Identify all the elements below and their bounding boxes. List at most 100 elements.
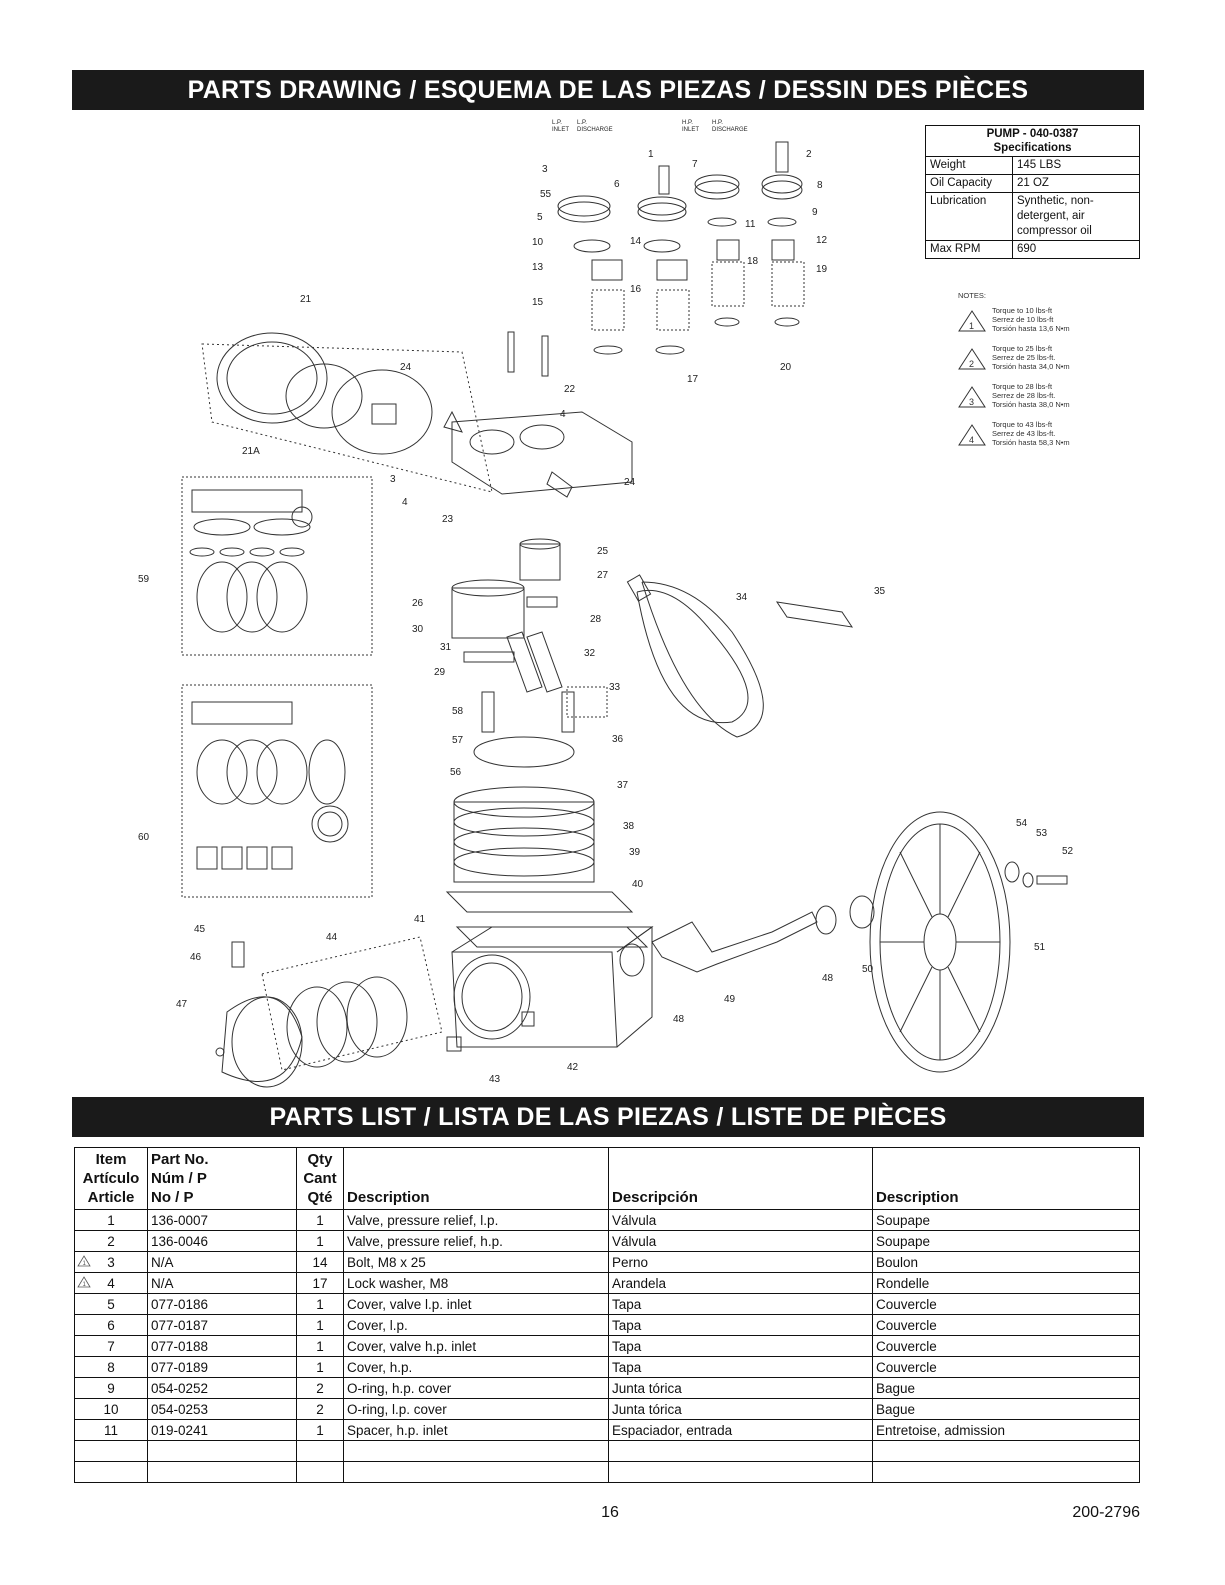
note-es: Torsión hasta 13,6 N•m: [992, 324, 1070, 333]
spec-value: 145 LBS: [1012, 156, 1140, 175]
svg-text:1: 1: [969, 321, 974, 331]
svg-text:26: 26: [412, 598, 424, 609]
svg-text:L.P.: L.P.: [552, 120, 562, 126]
svg-text:24: 24: [400, 362, 412, 373]
warning-triangle-icon: 1: [958, 310, 986, 332]
spec-label: Max RPM: [925, 240, 1013, 259]
note-es: Torsión hasta 38,0 N•m: [992, 400, 1070, 409]
description-fr-cell: Entretoise, admission: [872, 1419, 1140, 1441]
warning-triangle-icon: 1: [77, 1255, 91, 1267]
document-number: 200-2796: [1072, 1504, 1140, 1521]
svg-text:6: 6: [614, 179, 620, 190]
spec-label: Oil Capacity: [925, 174, 1013, 193]
svg-text:14: 14: [630, 236, 642, 247]
description-es-cell: Válvula: [608, 1230, 873, 1252]
description-en-cell: Cover, h.p.: [343, 1356, 609, 1378]
svg-text:4: 4: [402, 497, 408, 508]
description-en-header: Description: [343, 1147, 609, 1210]
svg-text:16: 16: [630, 284, 642, 295]
svg-text:36: 36: [612, 734, 624, 745]
note-fr: Serrez de 43 lbs-ft.: [992, 429, 1056, 438]
svg-text:48: 48: [822, 973, 834, 984]
spec-subtitle: Specifications: [993, 142, 1072, 154]
svg-text:10: 10: [532, 237, 544, 248]
description-en-cell: [343, 1440, 609, 1462]
svg-text:54: 54: [1016, 818, 1028, 829]
svg-text:INLET: INLET: [552, 127, 569, 133]
svg-text:1: 1: [648, 149, 654, 160]
note-fr: Serrez de 25 lbs-ft.: [992, 353, 1056, 362]
part-number-cell: 136-0007: [147, 1209, 297, 1231]
description-en-cell: Cover, valve l.p. inlet: [343, 1293, 609, 1315]
page-number: 16: [601, 1504, 619, 1521]
svg-text:3: 3: [969, 397, 974, 407]
qty-cell: 14: [296, 1251, 344, 1273]
spec-label: Weight: [925, 156, 1013, 175]
svg-text:32: 32: [584, 648, 596, 659]
description-es-cell: [608, 1440, 873, 1462]
description-fr-cell: Couvercle: [872, 1335, 1140, 1357]
svg-text:L.P.: L.P.: [577, 120, 587, 126]
qty-cell: 17: [296, 1272, 344, 1294]
svg-text:12: 12: [816, 235, 828, 246]
svg-text:3: 3: [542, 164, 548, 175]
item-cell: 2: [74, 1230, 148, 1252]
svg-text:20: 20: [780, 362, 792, 373]
svg-text:17: 17: [687, 374, 699, 385]
description-es-cell: Arandela: [608, 1272, 873, 1294]
svg-text:8: 8: [817, 180, 823, 191]
part-number-cell: 019-0241: [147, 1419, 297, 1441]
description-fr-cell: Couvercle: [872, 1293, 1140, 1315]
warning-triangle-icon: 2: [958, 348, 986, 370]
svg-text:21A: 21A: [242, 446, 260, 457]
svg-text:56: 56: [450, 767, 462, 778]
note-es: Torsión hasta 34,0 N•m: [992, 362, 1070, 371]
svg-text:11: 11: [745, 219, 756, 230]
svg-text:42: 42: [567, 1062, 579, 1073]
description-en-cell: Cover, valve h.p. inlet: [343, 1335, 609, 1357]
svg-text:35: 35: [874, 586, 886, 597]
note-en: Torque to 25 lbs-ft: [992, 344, 1053, 353]
spec-label: Lubrication: [925, 192, 1013, 241]
description-es-cell: Espaciador, entrada: [608, 1419, 873, 1441]
svg-text:50: 50: [862, 964, 874, 975]
description-fr-cell: Couvercle: [872, 1314, 1140, 1336]
svg-text:25: 25: [597, 546, 609, 557]
description-fr-header: Description: [872, 1147, 1140, 1210]
svg-text:H.P.: H.P.: [682, 120, 693, 126]
svg-text:19: 19: [816, 264, 828, 275]
part-number-cell: 077-0187: [147, 1314, 297, 1336]
svg-text:38: 38: [623, 821, 635, 832]
svg-text:33: 33: [609, 682, 621, 693]
description-es-cell: Perno: [608, 1251, 873, 1273]
note-fr: Serrez de 28 lbs-ft.: [992, 391, 1056, 400]
svg-text:24: 24: [624, 477, 636, 488]
svg-text:44: 44: [326, 932, 338, 943]
parts-drawing-banner: PARTS DRAWING / ESQUEMA DE LAS PIEZAS / …: [72, 70, 1144, 110]
qty-cell: 1: [296, 1314, 344, 1336]
svg-text:45: 45: [194, 924, 206, 935]
description-en-cell: Valve, pressure relief, l.p.: [343, 1209, 609, 1231]
svg-text:3: 3: [390, 474, 396, 485]
svg-text:18: 18: [747, 256, 759, 267]
svg-text:47: 47: [176, 999, 188, 1010]
qty-cell: 1: [296, 1356, 344, 1378]
svg-text:48: 48: [673, 1014, 685, 1025]
part-number-cell: [147, 1461, 297, 1483]
torque-notes: NOTES: 1 Torque to 10 lbs-ft Serrez de 1…: [958, 291, 1148, 458]
warning-triangle-icon: 1: [77, 1276, 91, 1288]
description-fr-cell: Bague: [872, 1377, 1140, 1399]
description-es-cell: Tapa: [608, 1314, 873, 1336]
qty-cell: 1: [296, 1419, 344, 1441]
notes-title: NOTES:: [958, 291, 986, 300]
svg-text:15: 15: [532, 297, 544, 308]
svg-text:28: 28: [590, 614, 602, 625]
